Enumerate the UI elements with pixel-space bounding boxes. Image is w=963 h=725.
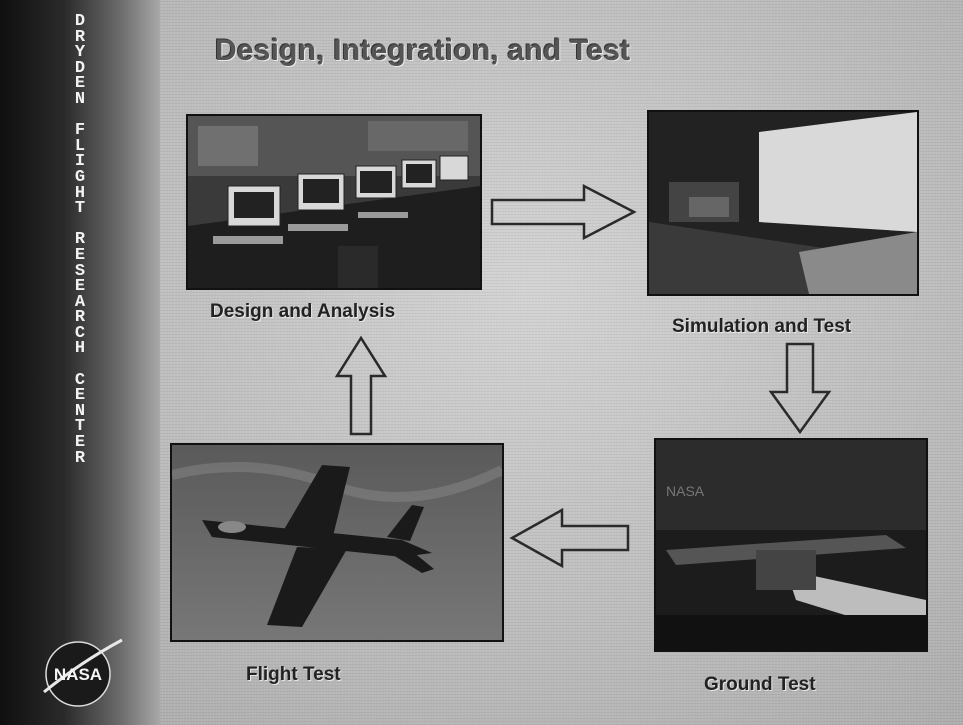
sidebar-letter: N [74,89,86,109]
sidebar-letter: Y [74,43,86,63]
sidebar-letter: E [74,74,86,94]
nasa-logo-text: NASA [54,665,102,684]
sidebar-letter: T [74,417,86,437]
arrow-left [509,507,630,569]
sidebar-letter: E [74,386,86,406]
sidebar-letter: T [74,199,86,219]
sidebar-letter: E [74,433,86,453]
slide-title: Design, Integration, and Test [215,34,631,67]
sidebar-letter: R [74,230,86,250]
sidebar-letter: N [74,401,86,421]
simulation-test-caption: Simulation and Test [672,316,852,337]
sidebar-letter: C [74,323,86,343]
sidebar-letter: H [74,339,86,359]
sidebar-letter: G [74,167,86,187]
sidebar-letter: R [74,27,86,47]
sidebar-letter: C [74,370,86,390]
nasa-logo: NASA [43,638,123,707]
sidebar-letter: E [74,277,86,297]
arrow-down [768,342,832,435]
ground-test-photo: NASA [654,438,928,652]
sidebar-letter: I [74,152,86,172]
ground-sign-text: NASA [666,483,705,499]
sidebar-letter: D [74,12,86,31]
flight-test-photo [170,443,504,642]
sidebar-letter: E [74,245,86,265]
sidebar-letter: A [74,292,86,312]
sidebar-letter: R [74,448,86,468]
sidebar-letter: S [74,261,86,281]
flight-test-caption: Flight Test [246,664,341,685]
simulation-test-photo [647,110,919,296]
sidebar-letter: L [74,136,86,156]
arrow-right [490,183,637,241]
design-analysis-caption: Design and Analysis [210,301,396,322]
sidebar-letter: H [74,183,86,203]
ground-test-caption: Ground Test [704,674,816,695]
sidebar-letter: R [74,308,86,328]
sidebar-letter: D [74,58,86,78]
design-analysis-photo [186,114,482,290]
sidebar-letter: F [74,121,86,141]
arrow-up [334,335,388,436]
